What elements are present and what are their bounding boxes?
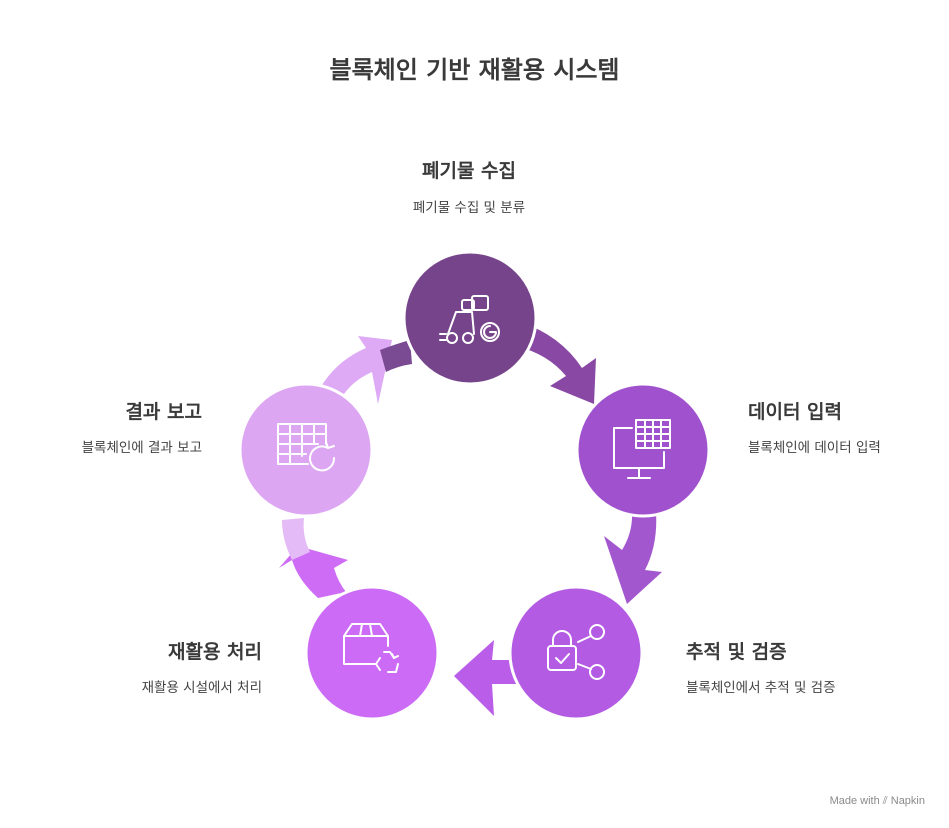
credit-made-with: Made with xyxy=(829,795,880,807)
step-circle-collect xyxy=(402,250,538,386)
diagram-title: 블록체인 기반 재활용 시스템 xyxy=(329,56,620,84)
step-heading-collect: 폐기물 수집 xyxy=(421,160,516,182)
napkin-credit: Made with ⫽ Napkin xyxy=(830,795,925,808)
napkin-logo-icon: ⫽ xyxy=(882,795,888,807)
step-circle-recycle xyxy=(304,585,440,721)
step-desc-collect: 폐기물 수집 및 분류 xyxy=(412,200,526,216)
step-desc-report: 블록체인에 결과 보고 xyxy=(81,440,202,456)
truck-icon xyxy=(439,295,500,344)
arrow-input-to-track xyxy=(604,512,662,604)
arrow-collect-to-input xyxy=(516,322,596,404)
step-desc-input: 블록체인에 데이터 입력 xyxy=(748,440,881,456)
table-refresh-icon xyxy=(277,423,336,472)
step-circle-input xyxy=(575,382,711,518)
lock-share-icon xyxy=(547,624,605,680)
step-desc-recycle: 재활용 시설에서 처리 xyxy=(141,680,262,696)
step-desc-track: 블록체인에서 추적 및 검증 xyxy=(686,680,836,696)
arrow-recycle-to-report xyxy=(279,518,348,598)
arrow-report-to-collect xyxy=(322,336,412,404)
arrow-track-to-recycle xyxy=(454,640,518,716)
step-heading-report: 결과 보고 xyxy=(125,401,202,423)
monitor-table-icon xyxy=(613,419,671,479)
step-heading-track: 추적 및 검증 xyxy=(686,641,787,663)
step-heading-recycle: 재활용 처리 xyxy=(167,641,262,663)
credit-brand: Napkin xyxy=(890,795,925,807)
box-recycle-icon xyxy=(343,623,399,673)
step-heading-input: 데이터 입력 xyxy=(748,401,843,423)
step-circle-report xyxy=(238,382,374,518)
